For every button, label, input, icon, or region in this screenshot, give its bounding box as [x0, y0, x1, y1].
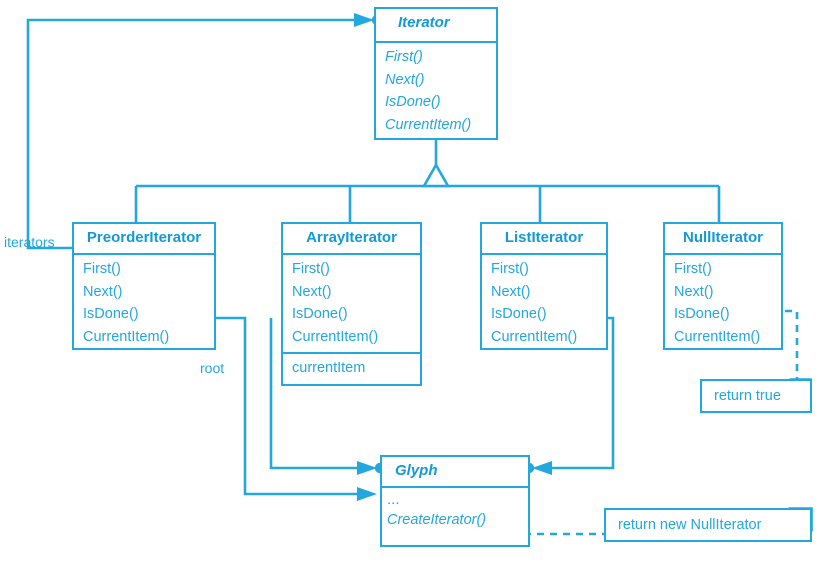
class-name-iterator: Iterator: [398, 14, 450, 31]
class-box-iterator[interactable]: Iterator First() Next() IsDone() Current…: [374, 7, 498, 140]
operations-compartment: ... CreateIterator(): [382, 486, 528, 536]
note-return-true[interactable]: return true: [700, 379, 812, 413]
operation-currentitem: CurrentItem(): [674, 328, 761, 345]
operation-currentitem: CurrentItem(): [292, 328, 379, 345]
class-box-arrayiterator[interactable]: ArrayIterator First() Next() IsDone() Cu…: [281, 222, 422, 386]
operation-next: Next(): [83, 283, 123, 300]
operation-first: First(): [674, 261, 712, 277]
edge-label-root: root: [200, 360, 224, 376]
class-box-preorderiterator[interactable]: PreorderIterator First() Next() IsDone()…: [72, 222, 216, 350]
operations-compartment: First() Next() IsDone() CurrentItem(): [74, 253, 214, 352]
arrowhead-root-glyph: [357, 487, 377, 501]
edge-label-iterators: iterators: [4, 234, 55, 250]
note-text: return new NullIterator: [618, 517, 762, 533]
class-box-nulliterator[interactable]: NullIterator First() Next() IsDone() Cur…: [663, 222, 783, 350]
class-name-compartment: ListIterator: [482, 224, 606, 253]
operation-first: First(): [491, 261, 529, 277]
class-name-glyph: Glyph: [395, 462, 438, 479]
operations-compartment: First() Next() IsDone() CurrentItem(): [482, 253, 606, 352]
operation-next: Next(): [491, 283, 531, 300]
class-name-compartment: Iterator: [376, 9, 496, 41]
class-name-listiterator: ListIterator: [504, 229, 584, 246]
edge-label-iterators-text: iterators: [4, 234, 55, 250]
class-name-nulliterator: NullIterator: [682, 229, 763, 246]
note-text: return true: [714, 388, 781, 404]
operation-first: First(): [385, 49, 423, 65]
operation-next: Next(): [292, 283, 332, 300]
operation-currentitem: CurrentItem(): [83, 328, 170, 345]
operations-compartment: First() Next() IsDone() CurrentItem(): [283, 253, 420, 352]
operations-compartment: First() Next() IsDone() CurrentItem(): [376, 41, 496, 140]
operation-currentitem: CurrentItem(): [385, 116, 472, 133]
generalization-triangle: [421, 162, 451, 188]
operation-currentitem: CurrentItem(): [491, 328, 578, 345]
operation-isdone: IsDone(): [83, 306, 139, 322]
arrowhead-list-glyph: [532, 461, 552, 475]
class-name-preorderiterator: PreorderIterator: [86, 229, 202, 246]
operation-isdone: IsDone(): [491, 306, 547, 322]
class-name-arrayiterator: ArrayIterator: [306, 229, 397, 246]
operation-first: First(): [83, 261, 121, 277]
edge-label-root-text: root: [200, 360, 225, 376]
class-box-listiterator[interactable]: ListIterator First() Next() IsDone() Cur…: [480, 222, 608, 350]
operation-next: Next(): [674, 283, 714, 300]
operation-isdone: IsDone(): [292, 306, 348, 322]
class-name-compartment: PreorderIterator: [74, 224, 214, 253]
arrowhead-iterators: [354, 13, 374, 27]
operation-next: Next(): [385, 71, 425, 88]
class-name-compartment: ArrayIterator: [283, 224, 420, 253]
operation-ellipsis: ...: [387, 491, 400, 508]
operations-compartment: First() Next() IsDone() CurrentItem(): [665, 253, 781, 352]
arrowhead-array-glyph: [357, 461, 377, 475]
operation-isdone: IsDone(): [674, 306, 730, 322]
operation-first: First(): [292, 261, 330, 277]
class-name-compartment: Glyph: [382, 457, 528, 486]
class-name-compartment: NullIterator: [665, 224, 781, 253]
note-return-new-nulliterator[interactable]: return new NullIterator: [604, 508, 812, 542]
class-box-glyph[interactable]: Glyph ... CreateIterator(): [380, 455, 530, 547]
assoc-iterators: [26, 18, 360, 250]
attributes-compartment: currentItem: [283, 352, 420, 384]
operation-createiterator: CreateIterator(): [387, 512, 487, 528]
attribute-currentitem: currentItem: [292, 360, 366, 376]
operation-isdone: IsDone(): [385, 94, 441, 110]
